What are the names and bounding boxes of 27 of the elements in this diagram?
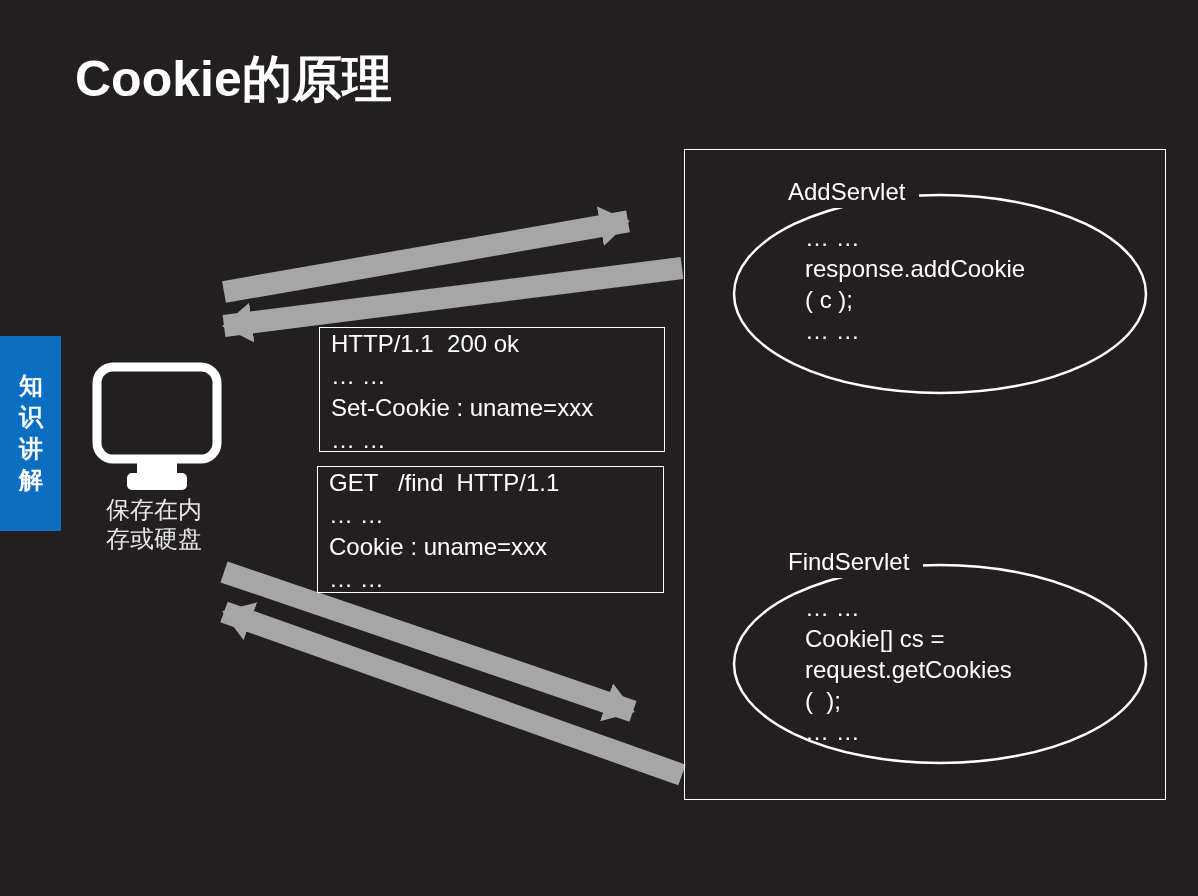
code-line: … … [805,593,861,623]
http-line: … … [331,425,387,455]
code-line: … … [805,316,861,346]
slide-title: Cookie的原理 [75,50,392,109]
monitor-caption: 保存在内存或硬盘 [106,496,203,554]
arrow [220,561,637,722]
arrow [222,257,684,343]
code-line: ( ); [805,686,842,716]
arrow [222,206,630,303]
http-line: Cookie : uname=xxx [329,532,549,562]
http-line: … … [331,361,387,391]
http-message-box [319,327,665,452]
http-line: Set-Cookie : uname=xxx [331,393,595,423]
server-frame [684,149,1166,800]
code-line: ( c ); [805,285,854,315]
http-line: GET /find HTTP/1.1 [329,468,561,498]
http-line: … … [329,564,385,594]
code-line: response.addCookie [805,254,1026,284]
code-line: … … [805,717,861,747]
arrow [220,601,686,786]
http-line: HTTP/1.1 200 ok [331,329,521,359]
code-line: Cookie[] cs = [805,624,946,654]
http-line: … … [329,500,385,530]
code-line: request.getCookies [805,655,1012,685]
code-line: … … [805,223,861,253]
http-message-box [317,466,664,593]
section-label: 知识讲解 [18,371,43,496]
